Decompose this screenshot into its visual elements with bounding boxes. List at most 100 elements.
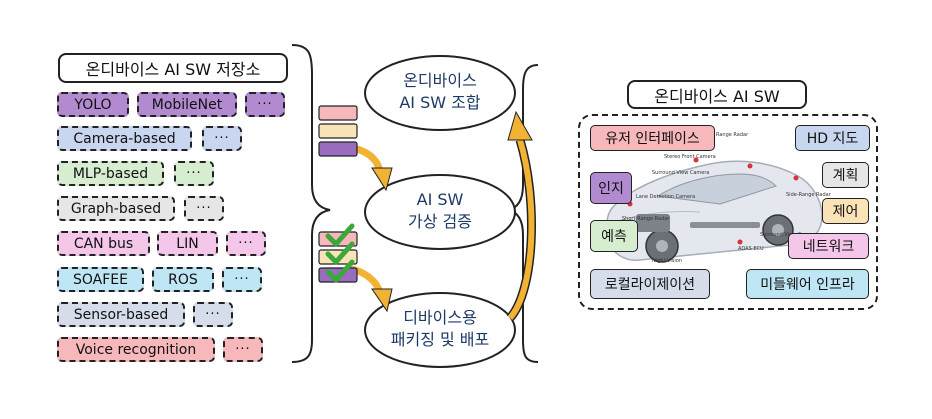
arrow-head	[507, 110, 533, 141]
car-label: Surround View Camera	[652, 170, 710, 176]
check-icon	[325, 223, 355, 247]
module-middleware-infra[interactable]: 미들웨어 인프라	[746, 269, 869, 299]
autonomous-car-illustration	[606, 137, 823, 263]
module-perception[interactable]: 인지	[590, 172, 632, 204]
tag-label: ···	[257, 97, 273, 112]
tag-mobilenet[interactable]: MobileNet	[137, 92, 237, 117]
ondevice-sw-panel	[578, 114, 878, 310]
tag-label: ···	[205, 307, 221, 322]
tag-more[interactable]: ···	[174, 161, 214, 186]
tag-soafee[interactable]: SOAFEE	[57, 267, 144, 292]
tag-graph-based[interactable]: Graph-based	[57, 196, 175, 221]
module-control[interactable]: 제어	[822, 198, 869, 224]
module-label: 네트워크	[802, 239, 855, 255]
repository-title-text: 온디바이스 AI SW 저장소	[85, 60, 261, 79]
check-icon	[325, 241, 355, 265]
arrow-head	[371, 288, 393, 313]
tag-label: MLP-based	[72, 165, 149, 182]
step-line: 온디바이스	[403, 71, 477, 90]
step-line: AI SW	[416, 190, 464, 209]
tag-label: Camera-based	[73, 130, 176, 147]
tag-camera-based[interactable]: Camera-based	[57, 126, 192, 151]
tag-label: ···	[235, 342, 251, 357]
sensor-marker	[747, 163, 753, 169]
tag-label: CAN bus	[73, 235, 134, 252]
module-network[interactable]: 네트워크	[788, 233, 869, 259]
car-label: Range Radar	[716, 132, 749, 138]
module-label: 계획	[832, 168, 859, 184]
step-ellipse-combine	[364, 55, 516, 131]
tag-more[interactable]: ···	[202, 126, 242, 151]
repository-title: 온디바이스 AI SW 저장소	[58, 53, 288, 83]
tag-more[interactable]: ···	[226, 231, 266, 256]
tag-label: MobileNet	[151, 96, 223, 113]
stack-bar-pink	[318, 105, 358, 121]
car-label: Night Vision	[652, 258, 682, 264]
stack-bar-cream	[318, 123, 358, 139]
tag-label: Graph-based	[70, 200, 162, 217]
step-deploy-label: 디바이스용 패키징 및 배포	[370, 307, 510, 351]
tag-sensor-based[interactable]: Sensor-based	[57, 302, 185, 327]
car-label: Short-Range Radar	[622, 216, 670, 222]
tag-label: ···	[196, 201, 212, 216]
step-combine-label: 온디바이스 AI SW 조합	[370, 70, 510, 114]
sensor-marker	[737, 239, 743, 245]
tag-lin[interactable]: LIN	[157, 231, 218, 256]
module-label: 제어	[832, 204, 859, 220]
tag-more[interactable]: ···	[184, 196, 224, 221]
tag-label: LIN	[176, 235, 199, 252]
tag-ros[interactable]: ROS	[152, 267, 214, 292]
module-label: 유저 인터페이스	[605, 131, 700, 147]
tag-more[interactable]: ···	[245, 92, 285, 117]
car-window	[656, 173, 777, 205]
left-brace	[291, 44, 331, 363]
module-planning[interactable]: 계획	[822, 162, 869, 188]
module-label: 미들웨어 인프라	[760, 277, 855, 293]
car-label: ADAS ECU	[738, 246, 764, 252]
tag-label: ···	[214, 131, 230, 146]
car-hood	[613, 211, 701, 223]
tag-more[interactable]: ···	[222, 267, 262, 292]
stack-bar-purple	[318, 141, 358, 157]
tag-more[interactable]: ···	[193, 302, 233, 327]
step-verify-label: AI SW 가상 검증	[370, 189, 510, 233]
step-line: AI SW 조합	[399, 93, 481, 112]
tag-more[interactable]: ···	[223, 337, 263, 362]
step-line: 패키징 및 배포	[390, 330, 490, 349]
tag-label: SOAFEE	[73, 271, 128, 288]
car-wheel-hub	[772, 224, 784, 236]
sensor-marker	[693, 157, 699, 163]
car-engine	[636, 214, 670, 232]
tag-yolo[interactable]: YOLO	[57, 92, 129, 117]
module-label: 로컬라이제이션	[604, 277, 696, 293]
module-label: 예측	[601, 229, 627, 245]
tag-can-bus[interactable]: CAN bus	[57, 231, 150, 256]
ondevice-sw-title: 온디바이스 AI SW	[627, 80, 807, 109]
sensor-marker	[793, 175, 799, 181]
tag-voice-recognition[interactable]: Voice recognition	[57, 337, 215, 362]
step-ellipse-deploy	[364, 292, 516, 368]
car-label: Stereo Front Camera	[664, 154, 716, 160]
module-user-interface[interactable]: 유저 인터페이스	[590, 125, 715, 151]
tag-label: Voice recognition	[75, 341, 197, 358]
module-label: HD 지도	[806, 131, 859, 147]
step-ellipse-verify	[364, 174, 516, 250]
check-icon	[325, 259, 355, 283]
arrow-deploy-to-combine-fill	[507, 139, 535, 320]
module-label: 인지	[598, 181, 624, 197]
step-line: 디바이스용	[403, 308, 477, 327]
tag-label: YOLO	[74, 96, 112, 113]
car-wheel-hub	[656, 240, 668, 252]
car-label: Side-Range Radar	[786, 192, 831, 198]
tag-mlp-based[interactable]: MLP-based	[57, 161, 164, 186]
ondevice-sw-title-text: 온디바이스 AI SW	[654, 86, 780, 106]
tag-label: ···	[234, 272, 250, 287]
tag-label: ···	[238, 236, 254, 251]
tag-label: ROS	[168, 271, 198, 288]
tag-label: Sensor-based	[73, 306, 169, 323]
module-hd-map[interactable]: HD 지도	[795, 125, 870, 151]
module-localization[interactable]: 로컬라이제이션	[590, 269, 710, 299]
step-line: 가상 검증	[408, 212, 472, 231]
module-prediction[interactable]: 예측	[590, 220, 638, 252]
